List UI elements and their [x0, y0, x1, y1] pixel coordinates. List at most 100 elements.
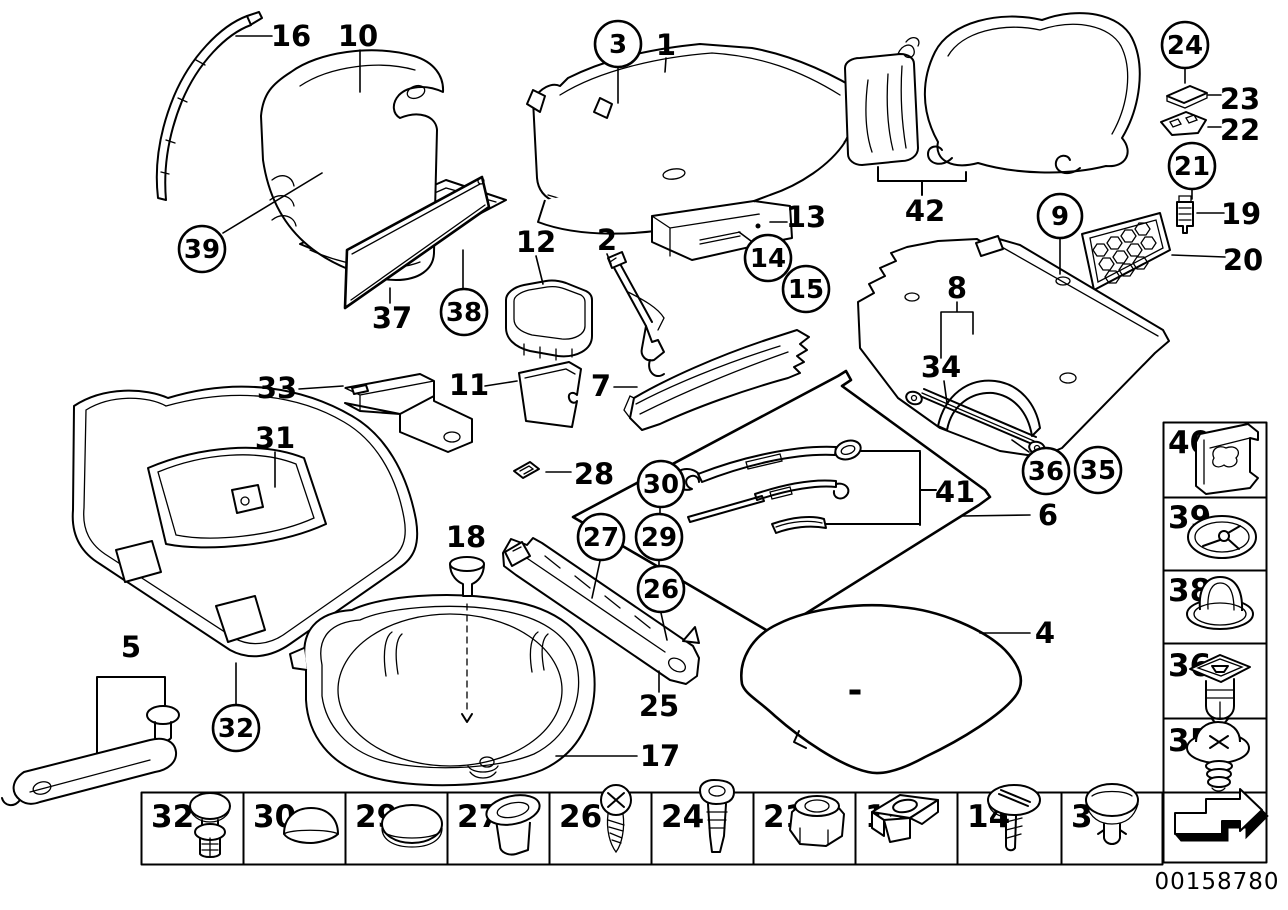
legend-cell-15[interactable]: 15 [865, 794, 939, 843]
lock-nut-icon [789, 795, 845, 847]
callout-33[interactable]: 33 [257, 371, 297, 405]
callout-42[interactable]: 42 [905, 194, 945, 228]
callout-circle-15[interactable]: 15 [781, 264, 831, 314]
callout-circle-24[interactable]: 24 [1160, 20, 1210, 70]
callout-31[interactable]: 31 [255, 421, 295, 455]
fastener-sidebar: 40 39 38 36 [1162, 421, 1269, 864]
svg-text:26: 26 [559, 799, 602, 835]
part-drawing-6 [571, 369, 992, 636]
sidebar-cell-38[interactable]: 38 [1168, 573, 1254, 630]
blind-rivet-icon [189, 792, 231, 858]
part-drawing-5 [1, 676, 180, 806]
phillips-screw-icon [600, 784, 632, 854]
callout-41[interactable]: 41 [935, 475, 975, 509]
part-drawing-37 [343, 175, 491, 310]
callout-10[interactable]: 10 [338, 19, 378, 53]
callout-8[interactable]: 8 [947, 271, 967, 305]
legend-cell-29[interactable]: 29 [355, 799, 443, 848]
callout-16[interactable]: 16 [271, 19, 311, 53]
part-drawing-18 [449, 556, 485, 723]
part-drawing-25 [502, 537, 700, 685]
callout-7[interactable]: 7 [591, 369, 611, 403]
svg-text:39: 39 [184, 235, 220, 265]
part-drawing-12 [505, 279, 593, 361]
callout-circle-39[interactable]: 39 [177, 224, 227, 274]
part-drawing-11 [518, 361, 582, 428]
callout-1[interactable]: 1 [656, 28, 676, 62]
legend-cell-24[interactable]: 24 [661, 779, 735, 853]
svg-text:26: 26 [643, 575, 679, 605]
legend-cell-14[interactable]: 14 [967, 784, 1041, 852]
callout-11[interactable]: 11 [449, 368, 489, 402]
svg-text:14: 14 [750, 244, 786, 274]
washer-clip-icon [1187, 515, 1257, 559]
callout-23[interactable]: 23 [1220, 82, 1260, 116]
part-drawing-28 [513, 461, 540, 479]
callout-22[interactable]: 22 [1220, 113, 1260, 147]
sidebar-cell-35[interactable]: 35 [1168, 721, 1250, 792]
svg-text:24: 24 [1167, 31, 1203, 61]
oval-grommet-icon [485, 794, 541, 856]
torx-screw-icon [699, 779, 735, 853]
svg-text:32: 32 [218, 714, 254, 744]
callout-circle-14[interactable]: 14 [743, 233, 793, 283]
sidebar-cell-arrow[interactable] [1173, 788, 1269, 842]
cover-cap-icon [283, 807, 339, 844]
callout-37[interactable]: 37 [372, 301, 412, 335]
callout-6[interactable]: 6 [1038, 498, 1058, 532]
callout-circle-30[interactable]: 30 [636, 459, 686, 509]
callout-circle-29[interactable]: 29 [634, 512, 684, 562]
callout-13[interactable]: 13 [786, 200, 826, 234]
honeycomb-pattern [1092, 222, 1157, 284]
part-drawing-42 [844, 12, 1141, 196]
legend-cell-32[interactable]: 32 [151, 792, 231, 858]
callout-circle-26[interactable]: 26 [636, 564, 686, 614]
callout-circle-3[interactable]: 3 [593, 19, 643, 69]
svg-text:9: 9 [1051, 202, 1069, 232]
legend-cell-21[interactable]: 21 [763, 795, 845, 847]
callout-34[interactable]: 34 [921, 350, 961, 384]
callout-circle-38[interactable]: 38 [439, 287, 489, 337]
callout-circle-32[interactable]: 32 [211, 703, 261, 753]
callout-20[interactable]: 20 [1223, 243, 1263, 277]
callout-circle-27[interactable]: 27 [576, 512, 626, 562]
legend-cell-26[interactable]: 26 [559, 784, 632, 854]
callout-18[interactable]: 18 [446, 520, 486, 554]
part-drawing-4 [740, 603, 1023, 775]
part-drawing-7 [623, 329, 810, 431]
callout-circle-35[interactable]: 35 [1073, 445, 1123, 495]
part-drawing-1 [526, 43, 869, 235]
svg-text:24: 24 [661, 799, 704, 835]
callout-4[interactable]: 4 [1035, 616, 1055, 650]
svg-text:38: 38 [446, 298, 482, 328]
part-drawing-33 [344, 373, 473, 453]
sidebar-cell-40[interactable]: 40 [1168, 423, 1259, 495]
svg-text:21: 21 [1174, 152, 1210, 182]
legend-cell-27[interactable]: 27 [457, 791, 542, 856]
callout-circle-21[interactable]: 21 [1167, 141, 1217, 191]
svg-text:3: 3 [609, 30, 627, 60]
callout-2[interactable]: 2 [597, 223, 617, 257]
leader-lines [222, 35, 1226, 757]
callout-circle-9[interactable]: 9 [1036, 192, 1084, 240]
grommet-clip-icon [1186, 576, 1254, 630]
callout-28[interactable]: 28 [574, 457, 614, 491]
part-drawing-16 [155, 11, 263, 201]
callout-circle-36[interactable]: 36 [1021, 446, 1071, 496]
svg-text:15: 15 [788, 275, 824, 305]
callout-12[interactable]: 12 [516, 225, 556, 259]
page-forward-arrow-icon [1173, 788, 1269, 842]
callout-19[interactable]: 19 [1221, 197, 1261, 231]
sidebar-cell-39[interactable]: 39 [1168, 500, 1257, 559]
legend-cell-30[interactable]: 30 [253, 799, 339, 844]
cage-nut-icon [871, 794, 939, 843]
svg-text:30: 30 [643, 470, 679, 500]
callout-17[interactable]: 17 [640, 739, 680, 773]
part-drawing-17 [289, 594, 596, 787]
legend-cell-3[interactable]: 3 [1071, 783, 1139, 845]
sidebar-cell-36[interactable]: 36 [1168, 648, 1251, 729]
svg-text:32: 32 [151, 799, 194, 835]
callout-25[interactable]: 25 [639, 689, 679, 723]
callout-5[interactable]: 5 [121, 630, 141, 664]
